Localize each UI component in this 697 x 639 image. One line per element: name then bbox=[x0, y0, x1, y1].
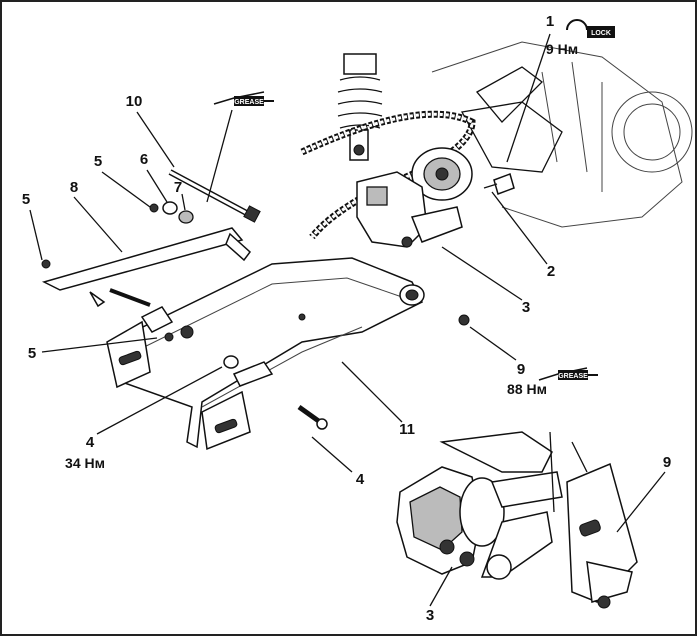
callout-4-torque: 34 Нм bbox=[65, 455, 105, 471]
grease-gun-icon-label: GREASE bbox=[234, 99, 264, 106]
grease-gun-icon-label-2: GREASE bbox=[558, 373, 588, 380]
grease-gun-icon: GREASE bbox=[213, 91, 274, 106]
rear-shock-absorber bbox=[337, 53, 383, 161]
engine-frame-area bbox=[431, 41, 693, 228]
chain-guard bbox=[41, 227, 252, 308]
callout-11: 11 bbox=[399, 421, 415, 438]
drive-chain bbox=[300, 110, 476, 240]
grease-gun-icon: GREASE bbox=[538, 367, 598, 381]
callout-1: 1 bbox=[546, 13, 554, 30]
swing-arm bbox=[106, 257, 425, 451]
chain-guard-fasteners bbox=[41, 201, 194, 269]
callout-9-torque: 88 Нм bbox=[507, 381, 547, 397]
brake-caliper-upper bbox=[356, 171, 463, 248]
callout-5-top: 5 bbox=[94, 153, 102, 170]
lock-icon-label: LOCK bbox=[591, 30, 611, 37]
callout-9-detail: 9 bbox=[663, 454, 671, 471]
caliper-detail-view bbox=[396, 431, 563, 580]
callout-9-upper: 9 bbox=[517, 361, 525, 378]
callout-10: 10 bbox=[126, 93, 143, 110]
leader-lines bbox=[29, 33, 666, 607]
callout-5-lower: 5 bbox=[28, 345, 36, 362]
callout-4-right: 4 bbox=[356, 471, 365, 488]
callout-7: 7 bbox=[174, 179, 182, 196]
callout-6: 6 bbox=[140, 151, 148, 168]
caliper-bracket-detail bbox=[566, 441, 638, 609]
callout-3-upper: 3 bbox=[522, 299, 530, 316]
axle-shaft bbox=[168, 169, 261, 223]
callout-4-left: 4 bbox=[86, 434, 95, 451]
callout-1-torque: 9 Нм bbox=[546, 41, 578, 57]
caliper-bracket-bolt bbox=[483, 173, 515, 195]
callout-2: 2 bbox=[547, 263, 555, 280]
callout-5-left: 5 bbox=[22, 191, 30, 208]
callout-3-detail: 3 bbox=[426, 607, 434, 624]
callout-8: 8 bbox=[70, 179, 78, 196]
lock-icon: LOCK bbox=[566, 19, 615, 38]
brake-disc-hub bbox=[411, 147, 473, 201]
swing-arm-hardware bbox=[109, 288, 470, 430]
